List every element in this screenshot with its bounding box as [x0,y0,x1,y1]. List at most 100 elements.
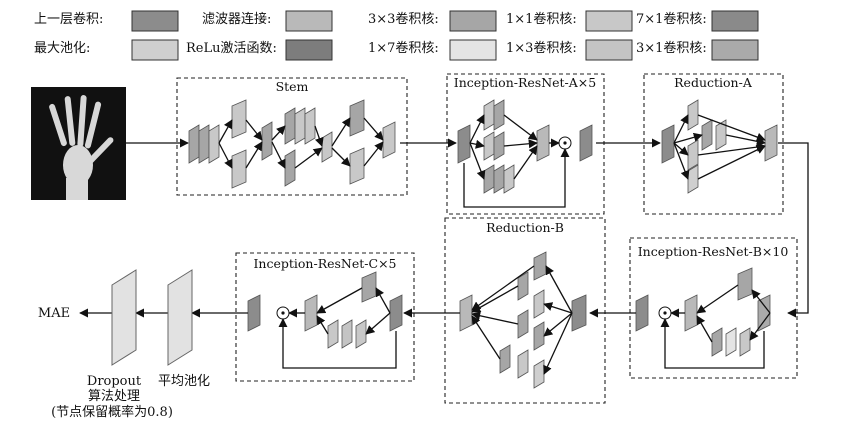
legend-swatch-conv1x1 [585,10,633,32]
inception-c-sum-dot [281,311,285,315]
inception-a-layer [483,99,495,131]
inception-a-layer [579,124,593,162]
reduction-b-layer [533,289,545,319]
inception-a-edge [503,139,538,149]
stem-layer [198,124,210,164]
hand-xray-image [31,87,126,200]
stem-layer [304,107,316,145]
inception-b-layer [711,327,723,357]
legend-swatch-conv3x1 [711,39,759,61]
stem-layer [284,149,296,187]
inception-b-layer [739,327,751,357]
inception-c-residual [278,318,397,369]
legend-swatch-relu [285,39,333,61]
inception-a-layer [536,124,550,162]
reduction-b-layer [459,294,473,332]
reduction-b-edge [543,302,573,314]
legend-label-conv3x3: 3×3卷积核: [368,11,439,27]
inception-a-layer [493,99,505,131]
inception-b-sum-dot [663,311,667,315]
reduction-a-edge [725,134,766,146]
inception-b-title: Inception-ResNet-B×10 [638,244,789,259]
reduction-b-edge [471,285,519,313]
stem-edge [271,125,286,141]
reduction-b-title: Reduction-B [486,220,564,235]
inception-c-layer [389,294,403,332]
reduction-b-layer [517,309,529,339]
inception-a-residual [463,148,570,208]
legend-swatch-conv1x7 [449,39,497,61]
inception-a-layer [483,131,495,161]
reduction-a-edge [673,142,690,180]
inception-a-edge [469,114,485,144]
reduction-b-layer [517,349,529,379]
stem-edge [314,125,324,147]
legend-label-conv3x1: 3×1卷积核: [636,40,707,56]
reduction-a-layer [661,124,675,164]
avgpool-label: 平均池化 [158,374,210,389]
stem-layer [284,107,296,145]
inception-b-block [629,237,798,379]
layer-group [188,99,778,389]
reduction-a-layer [687,99,699,131]
dropout-layer [111,269,137,366]
inception-a-edge [513,145,538,180]
dropout-label-3: (节点保留概率为0.8) [51,404,173,420]
inception-b-edge [749,312,771,341]
stem-layer [349,147,365,185]
reduction-b-edge [545,265,573,314]
inception-c-edge [375,287,391,314]
dropout-label-1: Dropout [87,374,142,389]
inception-b-layer [684,294,698,332]
inception-c-layer [361,271,377,303]
reduction-b-layer [533,321,545,351]
inception-a-layer [483,164,495,194]
legend-swatch-conv3x3 [449,10,497,32]
flow-arrow-reda-to-b [778,142,809,318]
legend-label-conv7x1: 7×1卷积核: [636,11,707,27]
reduction-a-edge [673,142,689,156]
stem-edge [331,117,351,147]
stem-title: Stem [276,79,309,94]
avgpool-layer [167,269,193,366]
inception-c-layer [355,319,367,349]
inception-c-title: Inception-ResNet-C×5 [253,256,396,271]
inception-a-layer [457,124,471,164]
inception-a-edge [469,139,485,149]
legend-swatch-prev-layer [131,10,179,32]
edge-group [218,114,771,375]
inception-a-edge [503,114,538,141]
legend-label-prev-layer: 上一层卷积: [34,11,103,27]
reduction-a-edge [673,132,703,144]
legend-label-conv1x1: 1×1卷积核: [506,11,577,27]
stem-layer [208,124,220,164]
stem-layer [321,131,333,163]
reduction-b-edge [471,265,535,311]
legend-swatch-conv1x3 [585,39,633,61]
legend-label-concat: 滤波器连接: [202,11,271,27]
reduction-a-edge [697,114,766,142]
reduction-b-layer [533,251,547,281]
reduction-a-title: Reduction-A [674,75,753,90]
inception-a-layer [503,164,515,194]
legend-label-conv1x7: 1×7卷积核: [368,40,439,56]
legend-label-relu: ReLu激活函数: [186,41,277,56]
reduction-a-edge [673,114,689,144]
reduction-b-edge [543,312,573,375]
stem-layer [294,107,306,145]
inception-a-block [446,73,605,215]
stem-block [176,77,408,196]
legend-swatch-maxpool [131,39,179,61]
inception-c-layer [341,319,353,349]
inception-b-edge [696,284,739,314]
reduction-a-edge [697,145,766,180]
reduction-a-edge [697,142,766,156]
reduction-b-layer [499,344,511,374]
legend-label-maxpool: 最大池化: [34,41,90,56]
reduction-b-edge [471,315,501,360]
reduction-b-layer [571,294,587,332]
stem-edge [363,117,384,141]
inception-b-residual [660,318,765,369]
stem-edge [331,147,351,167]
stem-edge [271,141,286,169]
